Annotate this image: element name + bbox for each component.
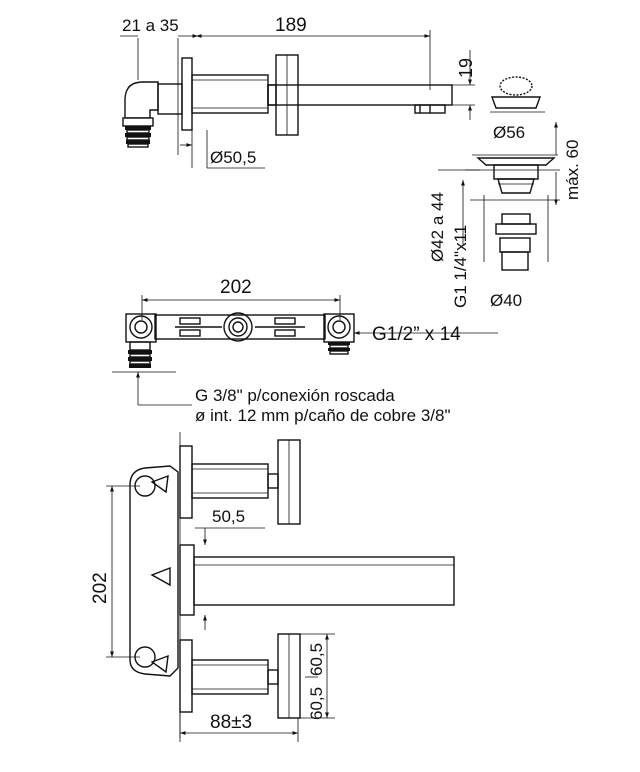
- upper-flange: [179, 445, 193, 519]
- chain-ring: [499, 76, 533, 96]
- dim-centers-vertical: 202: [90, 572, 111, 604]
- note-copper-pipe: ø int. 12 mm p/caño de cobre 3/8": [195, 406, 451, 425]
- note-connection: G 3/8" p/conexión roscada: [195, 386, 395, 405]
- elbow-nut: [122, 117, 154, 127]
- dim-spout-length: 189: [275, 15, 307, 36]
- drain-flange: [476, 157, 556, 166]
- dim-handle-height-a: 60,5: [307, 643, 326, 676]
- thread-fitting: [125, 126, 151, 148]
- dim-handle-height-b: 60,5: [307, 687, 326, 720]
- dim-range: Ø42 a 44: [428, 192, 447, 262]
- drain-neck: [493, 164, 539, 180]
- dim-projection: 88±3: [210, 712, 252, 733]
- front-spout: [193, 556, 455, 606]
- dim-wall-offset: 21 a 35: [122, 16, 179, 35]
- elbow-connector: [124, 81, 159, 119]
- drain-body: [497, 178, 535, 194]
- spout-flange: [179, 544, 195, 616]
- tailpiece: [499, 237, 531, 253]
- dim-body-diameter: Ø40: [490, 291, 522, 310]
- flange: [181, 57, 193, 131]
- right-inlet-fitting: [328, 342, 350, 355]
- drain-nut: [501, 213, 531, 225]
- dim-inlet-thread: G1/2” x 14: [372, 324, 461, 345]
- center-port: [223, 312, 253, 342]
- valve-body-rail: [154, 314, 326, 340]
- spout: [267, 84, 453, 106]
- dim-thread: G1 1/4"x11: [451, 225, 470, 308]
- top-view-faucet: 21 a 35 189 19 Ø50,5: [120, 15, 476, 169]
- dim-flange: 50,5: [212, 507, 245, 526]
- dim-cap-diameter: Ø56: [493, 123, 525, 142]
- dim-centers: 202: [220, 277, 252, 298]
- front-valve-body: [129, 465, 179, 677]
- left-inlet-fitting: [128, 341, 152, 368]
- pop-up-cap: [491, 96, 541, 109]
- dim-spout-height: 19: [456, 58, 476, 78]
- valve-body-plan: 202: [112, 277, 498, 425]
- lower-flange: [179, 639, 193, 713]
- dim-flange-diameter: Ø50,5: [210, 148, 256, 167]
- dim-max-height: máx. 60: [563, 140, 582, 200]
- front-view-faucet: 50,5 202 60,5 60,5 88±3: [90, 432, 455, 742]
- handle-stem: [191, 74, 269, 114]
- drain-assembly: Ø56 máx. 60 Ø42 a 44 G1 1/4"x11 Ø40: [428, 76, 582, 310]
